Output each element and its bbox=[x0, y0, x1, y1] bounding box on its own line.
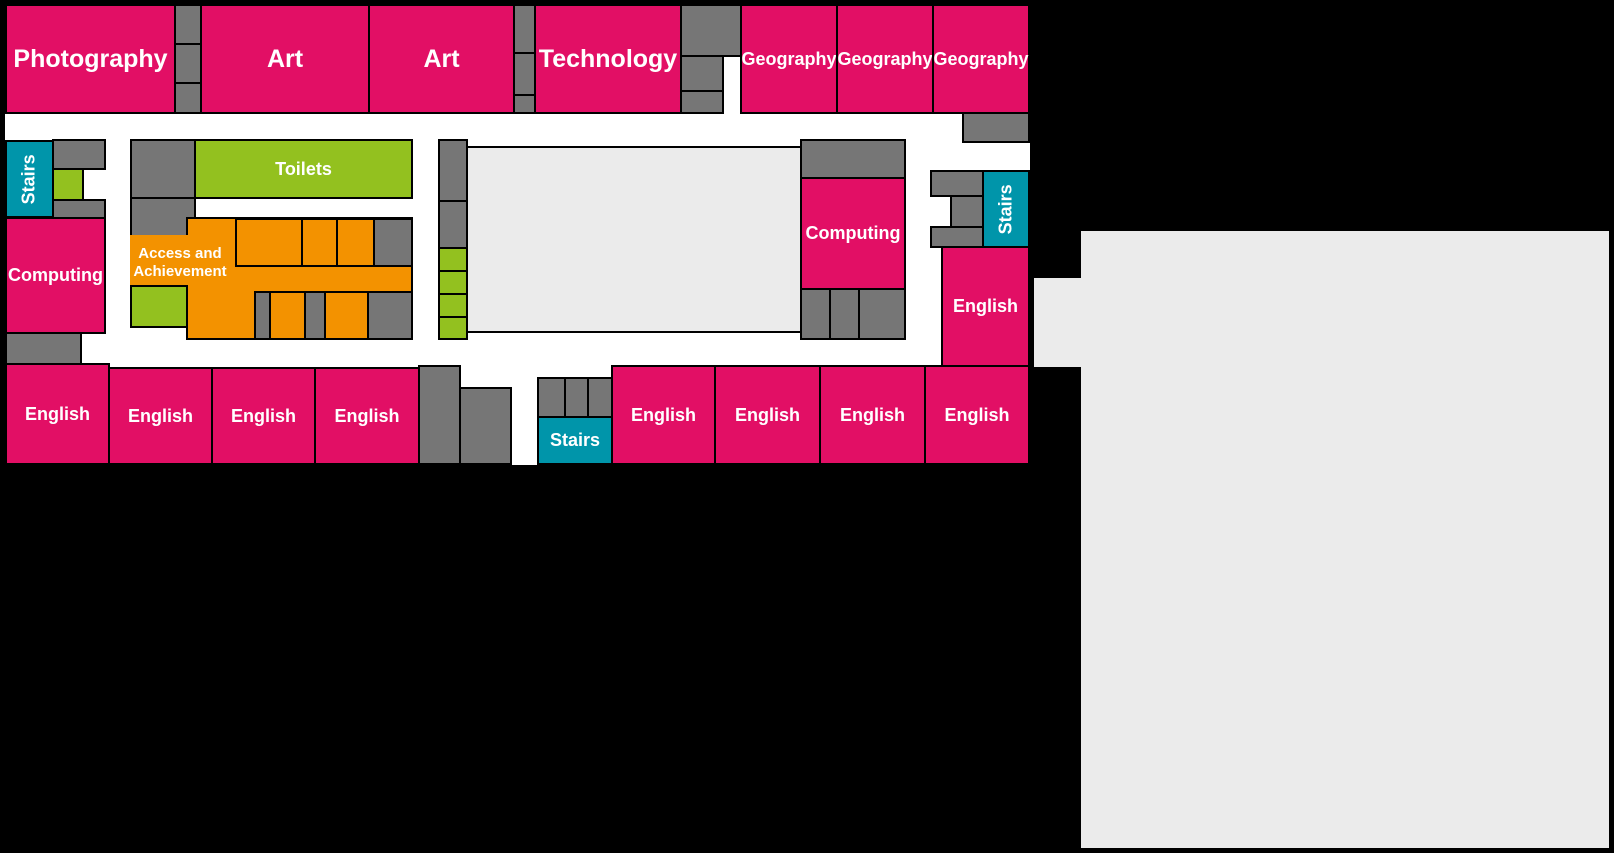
service-room bbox=[130, 197, 196, 237]
room-english-label: English bbox=[230, 405, 296, 426]
room-english-label: English bbox=[944, 404, 1010, 425]
stairs-bottom-label: Stairs bbox=[549, 430, 601, 451]
service-room bbox=[130, 139, 196, 199]
room-art-2-label: Art bbox=[423, 44, 460, 73]
central-courtyard bbox=[466, 146, 802, 333]
toilet-cubicle bbox=[438, 316, 468, 340]
office bbox=[336, 218, 375, 267]
room-english: English bbox=[211, 367, 316, 465]
room-computing-left: Computing bbox=[5, 217, 106, 334]
service-room bbox=[438, 139, 468, 202]
room-english-label: English bbox=[734, 404, 800, 425]
room-english: English bbox=[611, 365, 716, 465]
room-english-label: English bbox=[839, 404, 905, 425]
service-room bbox=[962, 112, 1030, 143]
room-computing-centre-label: Computing bbox=[805, 223, 901, 244]
room-access-and-achievement: Access and Achievement bbox=[130, 235, 230, 290]
service-room bbox=[680, 4, 742, 57]
service-room bbox=[513, 52, 536, 96]
service-room bbox=[5, 332, 82, 365]
service-room bbox=[459, 387, 512, 465]
room-geography-2-label: Geography bbox=[837, 48, 933, 69]
service-room bbox=[800, 288, 831, 340]
service-room bbox=[52, 199, 106, 219]
annex-building bbox=[1081, 231, 1609, 848]
room-photography: Photography bbox=[5, 4, 176, 114]
stairs-right: Stairs bbox=[982, 170, 1030, 248]
stairs-right-label: Stairs bbox=[995, 183, 1016, 235]
toilet-cubicle bbox=[438, 293, 468, 318]
room-art-1: Art bbox=[200, 4, 370, 114]
toilet-room bbox=[130, 285, 188, 328]
annex-building-upper bbox=[1034, 278, 1134, 367]
room-geography-1: Geography bbox=[740, 4, 838, 114]
service-room bbox=[174, 82, 202, 114]
room-computing-centre: Computing bbox=[800, 177, 906, 290]
service-room bbox=[858, 288, 906, 340]
room-english-label: English bbox=[630, 404, 696, 425]
room-geography-2: Geography bbox=[836, 4, 934, 114]
room-english-right-label: English bbox=[952, 296, 1018, 317]
stairs-left: Stairs bbox=[5, 140, 54, 218]
room-english: English bbox=[314, 367, 420, 465]
service-room bbox=[829, 288, 860, 340]
room-technology-label: Technology bbox=[538, 44, 678, 73]
service-room bbox=[680, 90, 724, 114]
room-photography-label: Photography bbox=[13, 44, 168, 73]
room-computing-left-label: Computing bbox=[8, 265, 103, 286]
service-room bbox=[174, 43, 202, 84]
toilet-cubicle bbox=[438, 270, 468, 295]
room-technology: Technology bbox=[534, 4, 682, 114]
room-english: English bbox=[5, 363, 110, 465]
service-room bbox=[800, 139, 906, 179]
service-room bbox=[373, 218, 413, 267]
office bbox=[301, 218, 338, 267]
stairs-bottom: Stairs bbox=[537, 416, 613, 465]
service-room bbox=[680, 55, 724, 92]
office bbox=[235, 218, 303, 267]
room-english: English bbox=[108, 367, 213, 465]
room-english: English bbox=[819, 365, 926, 465]
access-label-line-1: Access and bbox=[138, 245, 222, 263]
service-room bbox=[304, 291, 326, 340]
room-english-label: English bbox=[127, 405, 193, 426]
room-geography-1-label: Geography bbox=[741, 48, 837, 69]
office bbox=[269, 291, 306, 340]
room-art-1-label: Art bbox=[266, 44, 304, 73]
corridor-notch-top bbox=[722, 56, 742, 112]
service-room bbox=[418, 365, 461, 465]
toilet-cubicle bbox=[438, 247, 468, 272]
room-english: English bbox=[924, 365, 1030, 465]
room-toilets-label: Toilets bbox=[275, 158, 332, 179]
room-english: English bbox=[714, 365, 821, 465]
service-room bbox=[513, 94, 536, 114]
service-room bbox=[367, 291, 413, 340]
stairs-left-label: Stairs bbox=[19, 153, 40, 205]
service-room bbox=[537, 377, 566, 418]
office bbox=[324, 291, 369, 340]
room-toilets: Toilets bbox=[194, 139, 413, 199]
toilet-cubicle bbox=[52, 168, 84, 201]
service-room bbox=[930, 226, 984, 248]
service-room bbox=[564, 377, 589, 418]
service-room bbox=[513, 4, 536, 54]
room-english-label: English bbox=[334, 405, 400, 426]
service-room bbox=[587, 377, 613, 418]
room-english-right: English bbox=[941, 246, 1030, 367]
room-geography-3: Geography bbox=[932, 4, 1030, 114]
service-room bbox=[52, 139, 106, 170]
service-room bbox=[950, 195, 984, 228]
service-room bbox=[174, 4, 202, 45]
room-english-label: English bbox=[24, 403, 90, 424]
service-room bbox=[438, 200, 468, 249]
access-label-line-2: Achievement bbox=[133, 262, 227, 280]
service-room bbox=[930, 170, 984, 197]
room-art-2: Art bbox=[368, 4, 515, 114]
room-geography-3-label: Geography bbox=[933, 48, 1029, 69]
